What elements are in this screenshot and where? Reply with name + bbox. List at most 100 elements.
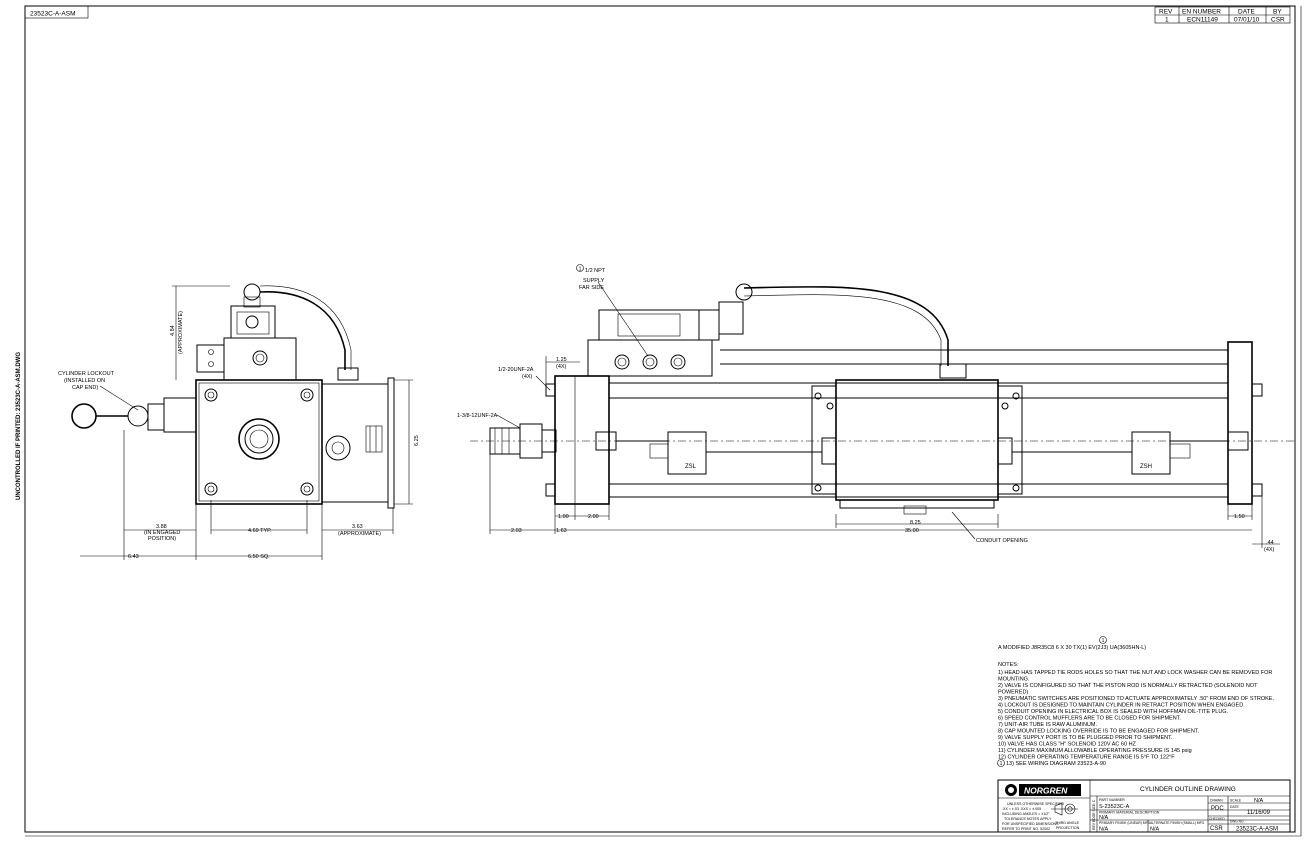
end-view-valve-block	[223, 337, 297, 381]
tolerance-line-3: INCLUDING ANGLES = ±1/2°	[1002, 812, 1050, 816]
material-value: N/A	[1099, 815, 1109, 821]
switch-zsh	[997, 431, 1249, 475]
dim-643: 6.43	[128, 554, 139, 560]
dim-650-sq: 6.50 SQ.	[248, 554, 270, 560]
scale-label: SCALE	[1230, 799, 1242, 803]
lockout-label-2: (INSTALLED ON	[64, 378, 105, 384]
tolerance-line-5: FOR UNSPECIFIED DIMENSIONS	[1002, 822, 1059, 826]
dim-484-value: 4.84	[170, 325, 176, 336]
note-line-1: 1) HEAD HAS TAPPED TIE RODS HOLES SO THA…	[998, 670, 1272, 676]
wiring-balloon	[997, 759, 1005, 767]
notes-heading: NOTES:	[998, 662, 1019, 668]
norgren-logo-band	[1019, 784, 1081, 796]
wiring-balloon-number: 1	[1000, 761, 1003, 767]
thread-small-1: 1/2-20UNF-2A	[498, 367, 534, 373]
end-view-body	[195, 379, 323, 505]
note-line-4: POWERED)	[998, 690, 1028, 696]
dim-200: 2.00	[588, 514, 599, 520]
dim-388-value: 3.88	[156, 524, 167, 530]
corner-id-box	[24, 5, 89, 19]
projection-label-2: PROJECTION	[1056, 826, 1080, 830]
model-balloon	[1099, 636, 1107, 644]
rev-value-rev: 1	[1165, 17, 1169, 24]
revision-block: REV EN NUMBER DATE BY 1 ECN11149 07/01/1…	[1154, 6, 1291, 24]
rev-header-rev: REV	[1159, 9, 1173, 16]
date-value: 11/16/09	[1247, 810, 1271, 816]
checked-label: CHECKED	[1209, 817, 1225, 821]
norgren-logo-text: NORGREN	[1024, 786, 1068, 796]
dim-100: 1.00	[558, 514, 569, 520]
side-view: ZSL ZSH 1 1/2 NPT SUPPLY FAR SIDE 1.25 (…	[457, 264, 1295, 553]
note-line-9: 7) UNIT-AIR TUBE IS RAW ALUMINUM.	[998, 722, 1097, 728]
title-block: NORGREN CYLINDER OUTLINE DRAWING UNLESS …	[997, 779, 1291, 833]
rev-header-en: EN NUMBER	[1182, 9, 1221, 16]
lockout-label-3: CAP END)	[72, 385, 98, 391]
third-angle-projection-icon	[1051, 802, 1078, 816]
part-number-value: S-23523C-A	[1099, 804, 1130, 810]
finish-value: N/A	[1099, 827, 1109, 833]
thread-large: 1-3/8-12UNF-2A	[457, 413, 498, 419]
dim-163: 1.63	[556, 528, 567, 534]
note-line-10: 8) CAP MOUNTED LOCKING OVERRIDE IS TO BE…	[998, 729, 1200, 735]
head-block	[554, 375, 610, 505]
supply-note-1: 1/2 NPT	[585, 268, 606, 274]
dim-203: 2.03	[511, 528, 522, 534]
uncontrolled-note: UNCONTROLLED IF PRINTED: 23523C-A-ASM.DW…	[16, 352, 22, 500]
dwg-number-value: 23523C-A-ASM	[1236, 827, 1278, 833]
lockout-handle	[71, 397, 197, 433]
dim-363-note: (APPROXIMATE)	[338, 531, 381, 537]
dim-388-note-2: POSITION)	[148, 536, 176, 542]
rev-header-by: BY	[1273, 9, 1282, 16]
supply-note-3: FAR SIDE	[579, 285, 604, 291]
date-label: DATE	[1230, 805, 1240, 809]
end-view-electrical-box	[321, 383, 389, 503]
checked-value: CSR	[1210, 826, 1223, 832]
dim-388-note-1: (IN ENGAGED	[144, 530, 180, 536]
switch-zsl-label: ZSL	[685, 464, 697, 470]
rev-value-date: 07/01/10	[1234, 17, 1260, 24]
dwg-number-label: DWG NO.	[1230, 820, 1244, 824]
note-line-14: 12) CYLINDER OPERATING TEMPERATURE RANGE…	[998, 755, 1175, 761]
switch-zsh-label: ZSH	[1140, 464, 1152, 470]
drawing-title: CYLINDER OUTLINE DRAWING	[1140, 786, 1236, 793]
tolerance-line-4: TOLERANCE NOTES APPLY	[1004, 817, 1052, 821]
note-line-7: 5) CONDUIT OPENING IN ELECTRICAL BOX IS …	[998, 709, 1229, 715]
dim-469-typ: 4.69 TYP.	[248, 528, 272, 534]
dim-625: 6.25	[414, 435, 420, 446]
note-line-6: 4) LOCKOUT IS DESIGNED TO MAINTAIN CYLIN…	[998, 703, 1245, 709]
material-label: PRIMARY MATERIAL DESCRIPTION	[1099, 811, 1160, 815]
drawn-label: DRAWN	[1210, 799, 1223, 803]
rev-edge-size: REV EDGE SIZE: C	[1092, 799, 1096, 830]
projection-label-1: THIRD ANGLE	[1055, 821, 1080, 825]
dim-825: 8.25	[910, 520, 921, 526]
scale-value: N/A	[1254, 798, 1264, 804]
dim-3500: 35.00	[905, 528, 919, 534]
tolerance-line-6: REFER TO PRINT NO. 52002	[1002, 827, 1050, 831]
tolerance-line-2: .XX = ±.03 .XXX = ±.005	[1002, 807, 1041, 811]
corner-drawing-id: 23523C-A-ASM	[30, 11, 76, 18]
rev-header-date: DATE	[1238, 9, 1256, 16]
finish-label: PRIMARY FINISH (LINEAR) MFG	[1099, 821, 1151, 825]
rev-value-en: ECN11149	[1187, 17, 1218, 24]
note-line-11: 9) VALVE SUPPLY PORT IS TO BE PLUGGED PR…	[998, 735, 1173, 741]
note-line-3: 2) VALVE IS CONFIGURED SO THAT THE PISTO…	[998, 683, 1258, 689]
dim-484-note: (APPROXIMATE)	[178, 311, 184, 354]
dim-363-value: 3.63	[352, 524, 363, 530]
dim-44-value: .44	[1266, 540, 1274, 546]
supply-note-2: SUPPLY	[583, 278, 605, 284]
alt-finish-value: N/A	[1150, 827, 1160, 833]
lockout-label-1: CYLINDER LOCKOUT	[58, 371, 115, 377]
note-line-12: 10) VALVE HAS CLASS "H" SOLENOID 120V AC…	[998, 742, 1137, 748]
notes-block: 1 A MODIFIED J8R35C8 6 X 30 TX(1) EV(2J3…	[997, 636, 1274, 767]
conduit-opening-label: CONDUIT OPENING	[976, 538, 1028, 544]
model-balloon-number: 1	[1102, 638, 1105, 644]
dim-125-note: (4X)	[556, 364, 567, 370]
dim-125-value: 1.25	[556, 357, 567, 363]
tolerance-line-1: UNLESS OTHERWISE SPECIFIED	[1007, 802, 1064, 806]
note-line-2: MOUNTING.	[998, 677, 1030, 683]
end-view: CYLINDER LOCKOUT (INSTALLED ON CAP END) …	[58, 283, 420, 560]
rev-value-by: CSR	[1271, 17, 1285, 24]
supply-balloon	[576, 264, 584, 272]
supply-balloon-number: 1	[579, 266, 582, 272]
